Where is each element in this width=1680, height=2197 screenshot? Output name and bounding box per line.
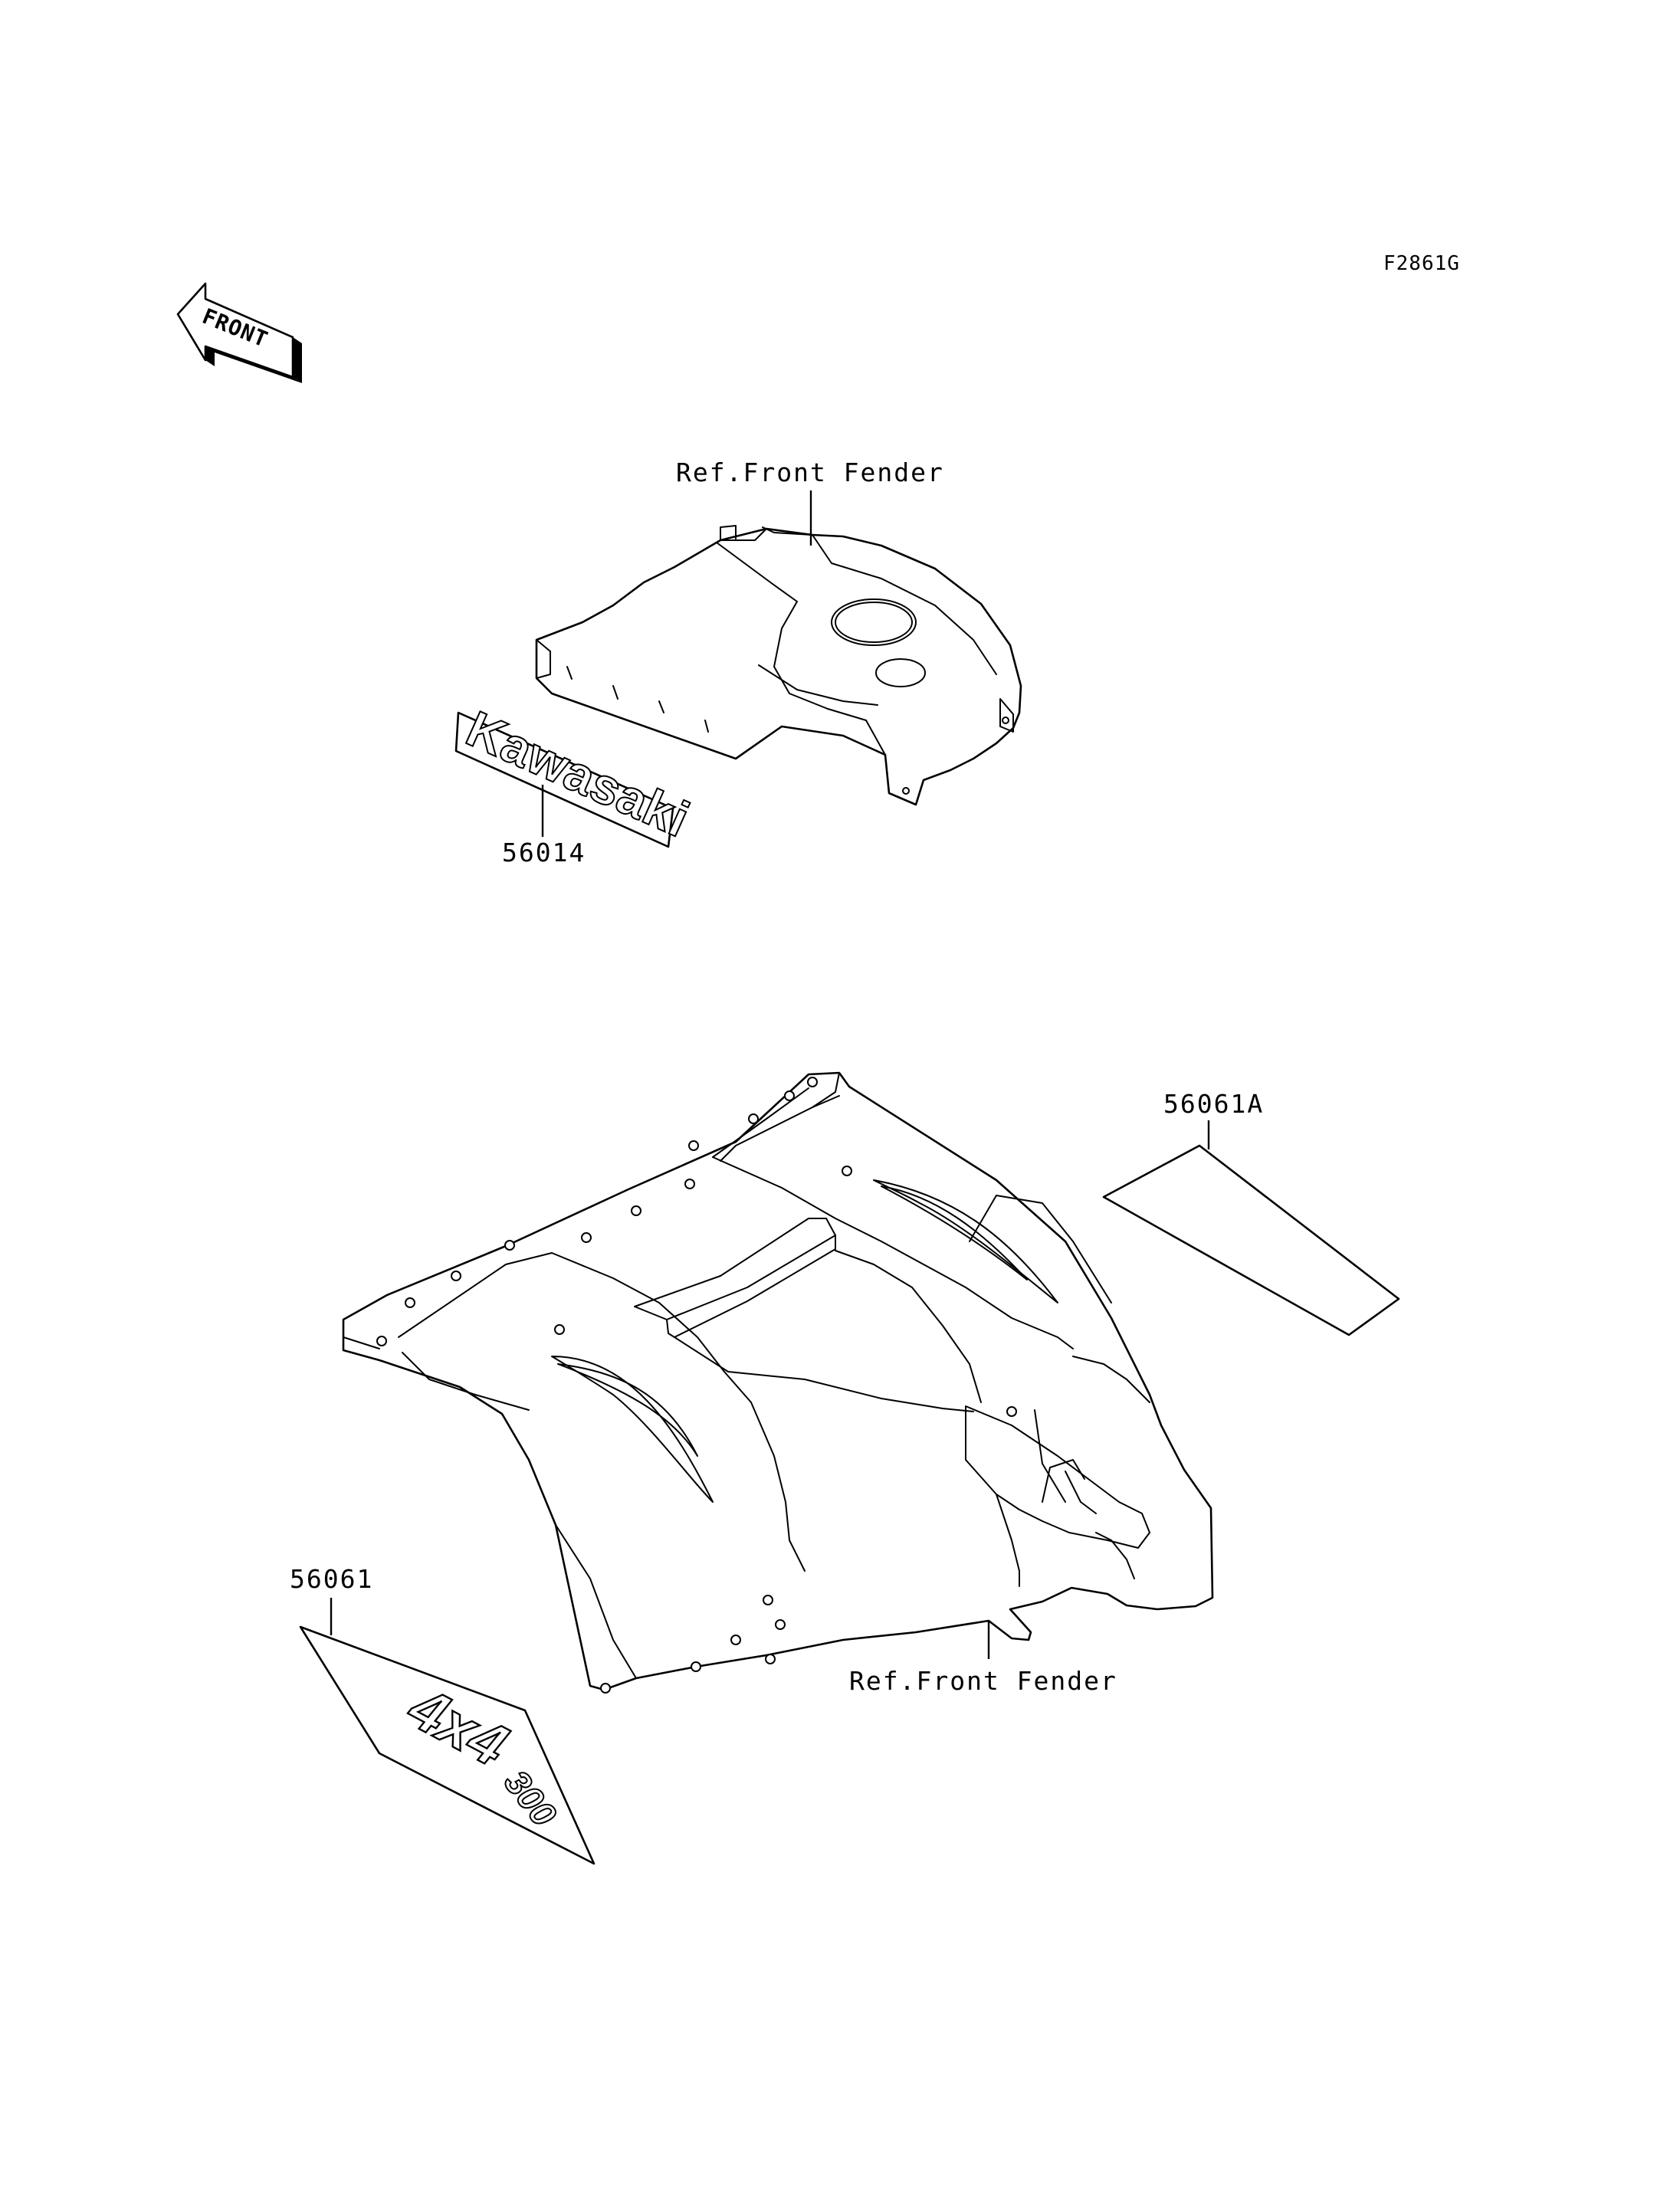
decal-56061: 4x4 300 <box>299 1625 596 1865</box>
part-number-56014: 56014 <box>502 838 586 867</box>
kawasaki-decal-text: Kawasaki <box>458 700 697 848</box>
part-number-56061A: 56061A <box>1163 1089 1264 1119</box>
front-arrow-label: FRONT <box>199 303 271 353</box>
front-fender-top-drawing <box>535 525 1022 806</box>
front-direction-arrow-icon: FRONT <box>176 282 302 383</box>
part-number-56061: 56061 <box>290 1564 373 1594</box>
figure-code: F2861G <box>1383 252 1460 275</box>
decal-56061A <box>1102 1144 1400 1336</box>
rear-fender-drawing <box>342 1071 1214 1694</box>
decal-4x4-text: 4x4 <box>397 1672 518 1779</box>
kawasaki-decal-56014: Kawasaki <box>454 699 699 848</box>
ref-front-fender-top-label: Ref.Front Fender <box>676 457 944 487</box>
ref-front-fender-bottom-label: Ref.Front Fender <box>849 1666 1117 1696</box>
